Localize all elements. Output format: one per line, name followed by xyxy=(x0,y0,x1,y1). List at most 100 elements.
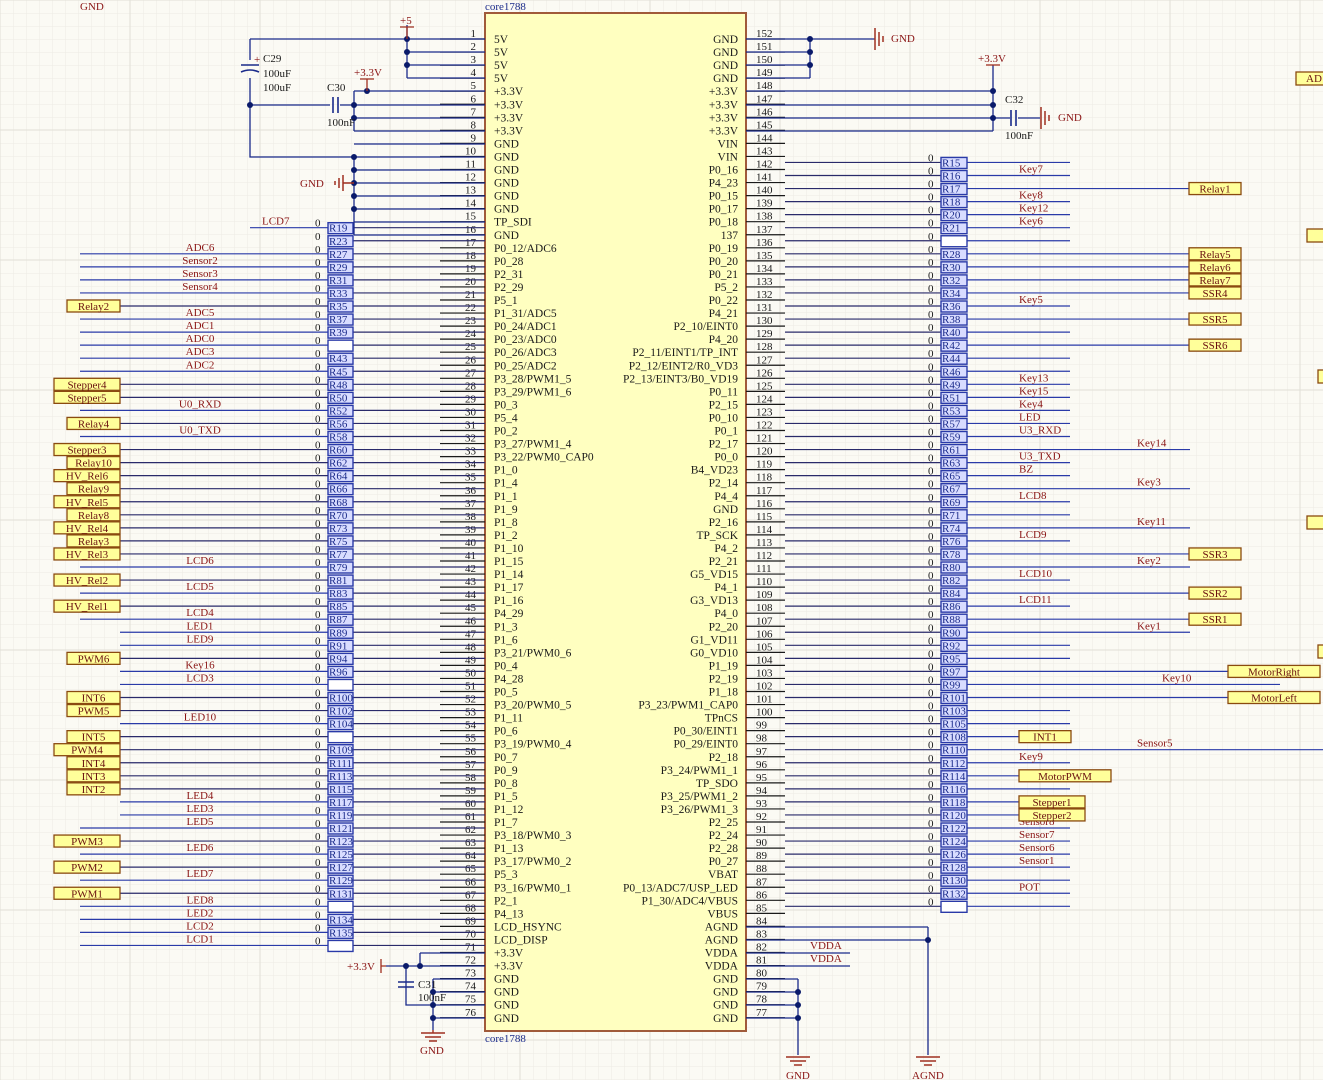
port-pwm5[interactable]: PWM5 xyxy=(66,703,328,718)
net-key9[interactable]: Key9 xyxy=(1019,751,1043,763)
port-relay6[interactable]: Relay6 xyxy=(1070,260,1242,274)
net-adc3[interactable]: ADC3 xyxy=(80,346,328,359)
net-sensor6[interactable]: Sensor6 xyxy=(1019,842,1055,854)
port-hv_rel4[interactable]: HV_Rel4 xyxy=(53,521,328,535)
port-relay5[interactable]: Relay5 xyxy=(1070,247,1242,261)
net-key11[interactable]: Key11 xyxy=(1070,516,1190,529)
edge-port-ad[interactable]: AD xyxy=(1295,71,1323,86)
port-pwm6[interactable]: PWM6 xyxy=(66,651,328,665)
net-lcd8[interactable]: LCD8 xyxy=(1019,490,1047,502)
net-pot[interactable]: POT xyxy=(1019,881,1040,893)
port-relay9[interactable]: Relay9 xyxy=(66,482,328,496)
net-key1[interactable]: Key1 xyxy=(1070,620,1190,633)
chip-pin-6[interactable]: 6+3.3V xyxy=(440,93,524,111)
port-int3[interactable]: INT3 xyxy=(66,769,328,783)
chip-pin-7[interactable]: 7+3.3V xyxy=(440,106,524,124)
net-lcd2[interactable]: LCD2 xyxy=(80,920,328,934)
net-key12[interactable]: Key12 xyxy=(1019,203,1048,215)
port-hv_rel1[interactable]: HV_Rel1 xyxy=(53,599,328,613)
net-key8[interactable]: Key8 xyxy=(1019,190,1043,202)
net-lcd9[interactable]: LCD9 xyxy=(1019,529,1047,541)
net-u0_rxd[interactable]: U0_RXD xyxy=(80,398,328,411)
net-lcd3[interactable]: LCD3 xyxy=(120,672,328,686)
net-adc2[interactable]: ADC2 xyxy=(80,359,328,372)
net-lcd6[interactable]: LCD6 xyxy=(80,555,328,568)
port-motorleft[interactable]: MotorLeft xyxy=(1070,690,1321,705)
port-relay8[interactable]: Relay8 xyxy=(66,508,328,522)
net-sensor1[interactable]: Sensor1 xyxy=(1019,855,1054,867)
net-lcd1[interactable]: LCD1 xyxy=(80,933,328,947)
port-stepper2[interactable]: Stepper2 xyxy=(1018,808,1086,822)
capacitor-c30[interactable]: C30 100nF xyxy=(327,82,355,129)
port-pwm4[interactable]: PWM4 xyxy=(53,743,328,757)
resistor[interactable]: 0 xyxy=(928,231,968,248)
net-sensor3[interactable]: Sensor3 xyxy=(80,268,328,281)
net-led7[interactable]: LED7 xyxy=(80,868,328,881)
port-relay2[interactable]: Relay2 xyxy=(66,299,328,313)
